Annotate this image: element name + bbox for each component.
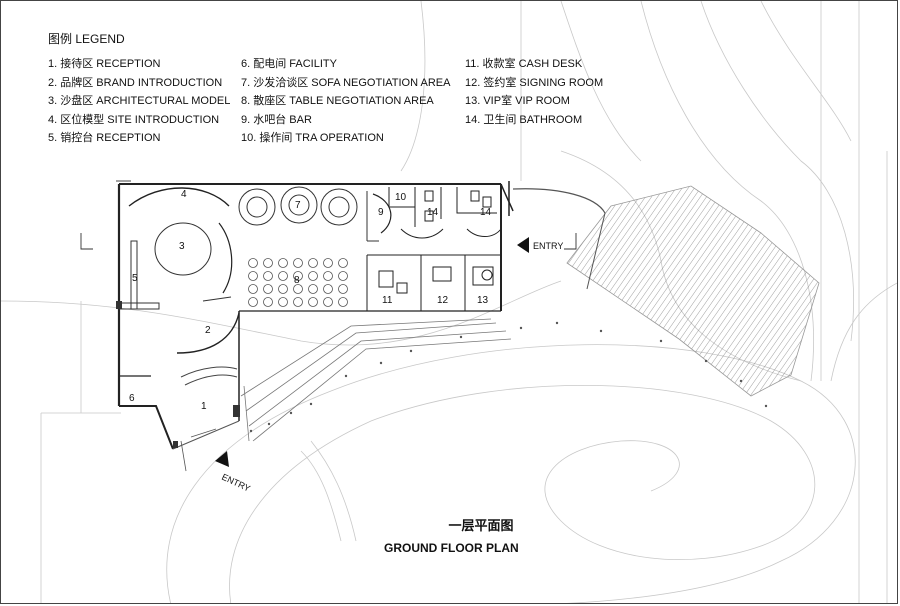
front-steps [240,318,512,442]
table-seat [263,271,273,281]
table-seat [308,297,318,307]
entry-arrow-bottom-icon [215,451,229,467]
legend-item: 7. 沙发洽谈区 SOFA NEGOTIATION AREA [241,76,451,89]
room-label: 2 [205,325,211,336]
building-walls [117,181,514,450]
table-seat [263,297,273,307]
table-seat [263,284,273,294]
table-seat [308,284,318,294]
table-seat [323,271,333,281]
legend-item: 10. 操作间 TRA OPERATION [241,132,384,145]
legend-item: 4. 区位模型 SITE INTRODUCTION [48,113,220,126]
legend-item: 11. 收款室 CASH DESK [465,58,583,70]
table-seat [263,258,273,268]
legend-item: 6. 配电间 FACILITY [241,58,337,70]
office-rooms [366,254,501,311]
table-seat [323,284,333,294]
sofa-groups [238,186,358,226]
legend-item: 5. 销控台 RECEPTION [48,132,161,145]
entry-label-bottom: ENTRY [220,472,252,494]
table-seat [278,284,288,294]
room-label: 7 [295,200,301,211]
legend-item: 3. 沙盘区 ARCHITECTURAL MODEL [48,95,231,108]
room-label: 11 [382,295,393,306]
table-seat [338,271,348,281]
legend-item: 12. 签约室 SIGNING ROOM [465,76,604,89]
grid-markers [80,180,577,250]
room-label: 8 [294,275,300,286]
legend-column-2: 6. 配电间 FACILITY 7. 沙发洽谈区 SOFA NEGOTIATION… [241,55,450,148]
table-seat [338,297,348,307]
room-label: 1 [201,401,207,412]
plan-title-english: GROUND FLOOR PLAN [384,541,519,555]
room-label: 4 [181,189,187,200]
room-label: 13 [477,295,489,306]
table-seat [308,258,318,268]
legend-title: 图例 LEGEND [48,32,125,46]
legend-item: 13. VIP室 VIP ROOM [465,95,570,108]
table-grid [248,258,348,307]
room-label: 3 [179,241,185,252]
table-seat [248,258,258,268]
room-label: 5 [132,273,138,284]
table-seat [308,271,318,281]
legend-item: 9. 水吧台 BAR [241,113,312,126]
room-label: 10 [395,192,407,203]
table-seat [338,284,348,294]
table-seat [278,297,288,307]
table-seat [293,258,303,268]
room-label: 6 [129,393,135,404]
table-seat [323,297,333,307]
table-seat [323,258,333,268]
table-seat [248,271,258,281]
table-seat [278,258,288,268]
room-label: 14 [427,207,439,218]
table-seat [293,284,303,294]
table-seat [338,258,348,268]
entry-label-right: ENTRY [533,241,563,251]
plan-title-chinese: 一层平面图 [448,519,514,534]
hatched-canopy [566,185,820,397]
room-label: 12 [437,295,449,306]
room-label: 14 [480,207,492,218]
room-label: 9 [378,207,384,218]
front-dots [249,321,768,433]
legend-item: 2. 品牌区 BRAND INTRODUCTION [48,76,223,89]
legend-item: 8. 散座区 TABLE NEGOTIATION AREA [241,95,434,108]
table-seat [248,284,258,294]
table-seat [293,297,303,307]
service-rooms [388,187,502,239]
table-seat [293,271,303,281]
legend-item: 1. 接待区 RECEPTION [48,58,161,70]
table-seat [248,297,258,307]
entry-arrow-right-icon [517,237,529,253]
legend-column-1: 1. 接待区 RECEPTION 2. 品牌区 BRAND INTRODUCTIO… [48,55,230,148]
table-seat [278,271,288,281]
legend-item: 14. 卫生间 BATHROOM [465,113,583,126]
legend-column-3: 11. 收款室 CASH DESK 12. 签约室 SIGNING ROOM 13.… [465,55,603,129]
